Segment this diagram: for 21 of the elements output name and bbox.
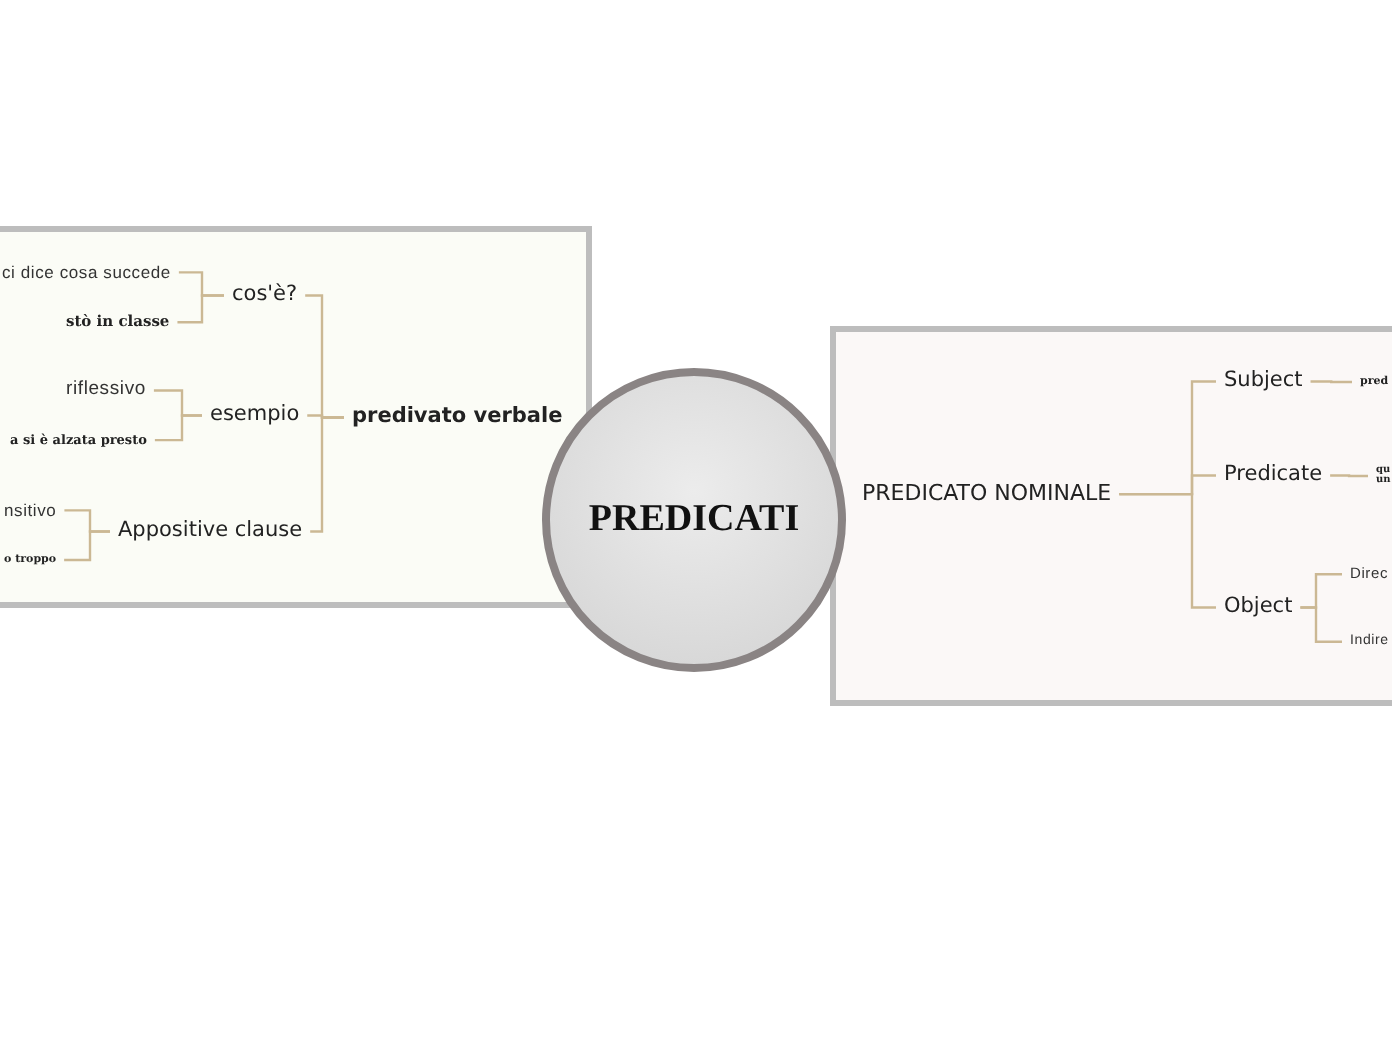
topic-label: Object [1224,596,1293,620]
connector-line [1310,380,1352,384]
topic-label: Subject [1224,370,1303,394]
connector-line [1330,474,1368,478]
topic-label: esempio [210,404,300,428]
topic-label: riflessivo [66,380,146,401]
connector-line [177,294,224,324]
topic-label: nsitivo [4,501,57,520]
topic-label: PREDICATO NOMINALE [862,482,1112,507]
topic-label: predivato verbale [352,406,563,430]
connector-line [64,530,110,562]
topic-label: Appositive clause [118,520,303,544]
connector-line [1300,606,1342,643]
connector-line [154,414,202,442]
panel-background [830,326,1392,706]
connector-line [1119,492,1216,609]
panel-background [0,226,592,608]
topic-label: ci dice cosa succede [2,263,171,282]
connector-line [310,416,344,533]
topic-label: Predicate [1224,464,1323,488]
topic-label: cos'è? [232,284,298,308]
